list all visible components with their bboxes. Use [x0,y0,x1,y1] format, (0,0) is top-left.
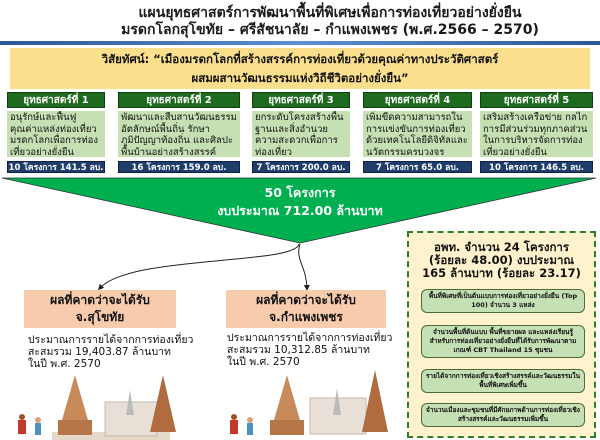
title-divider [0,41,600,45]
dasta-summary: อพท. จำนวน 24 โครงการ (ร้อยละ 48.00) งบป… [409,241,594,280]
kpi-item: จำนวนเมืองและชุมชนที่มีศักยภาพด้านการท่อ… [421,403,585,427]
strategy-1-desc: อนุรักษ์และฟื้นฟูคุณค่าแหล่งท่องเที่ยวมร… [7,111,105,157]
strategy-1-title: ยุทธศาสตร์ที่ 1 [7,92,105,108]
strategy-2-budget: 16 โครงการ 159.0 ลบ. [118,161,240,173]
vision-banner: วิสัยทัศน์: “เมืองมรดกโลกที่สร้างสรรค์กา… [10,48,590,89]
kpi-item: พื้นที่พิเศษที่เป็นต้นแบบการท่องเที่ยวอย… [421,289,585,313]
province-name: จ.กำแพงเพชร [269,310,343,324]
strategy-2-title: ยุทธศาสตร์ที่ 2 [118,92,240,108]
kpi-item: รายได้จากการท่องเที่ยวเชิงสร้างสรรค์และว… [421,369,585,393]
strategy-4-budget: 7 โครงการ 65.0 ลบ. [363,161,472,173]
kpi-item: จำนวนพื้นที่ต้นแบบ พื้นที่ขยายผล และแหล่… [421,325,585,358]
arrow-to-sukhothai [97,243,300,291]
vision-line1: วิสัยทัศน์: “เมืองมรดกโลกที่สร้างสรรค์กา… [101,52,499,66]
temple-illustrations [18,370,388,440]
dasta-percent: (ร้อยละ 48.00) งบประมาณ [428,253,575,267]
strategy-5-title: ยุทธศาสตร์ที่ 5 [480,92,593,108]
outcome-kamphaengphet-text: ประมาณการรายได้จากการท่องเที่ยว สะสมรวม … [227,332,407,368]
funnel-triangle [1,177,597,244]
page-title-line1: แผนยุทธศาสตร์การพัฒนาพื้นที่พิเศษเพื่อกา… [138,5,522,21]
total-budget: งบประมาณ 712.00 ล้านบาท [217,203,383,218]
revenue-label: ประมาณการรายได้จากการท่องเที่ยว [227,332,393,344]
strategy-5-budget: 10 โครงการ 146.5 ลบ. [480,161,593,173]
temple-illustration-sukhothai [18,375,176,440]
outcome-sukhothai-text: ประมาณการรายได้จากการท่องเที่ยว สะสมรวม … [28,334,203,370]
revenue-label: ประมาณการรายได้จากการท่องเที่ยว [28,334,194,346]
total-projects: 50 โครงการ [264,185,336,200]
strategy-4-desc: เพิ่มขีดความสามารถในการแข่งขันการท่องเที… [363,111,472,157]
temple-illustration-kamphaengphet [230,370,388,435]
strategy-3-title: ยุทธศาสตร์ที่ 3 [252,92,350,108]
revenue-value: สะสมรวม 10,312.85 ล้านบาท [227,344,370,356]
revenue-year: ในปี พ.ศ. 2570 [227,356,300,368]
outcome-kamphaengphet-header: ผลที่คาดว่าจะได้รับ จ.กำแพงเพชร [226,290,386,328]
province-name: จ.สุโขทัย [75,310,125,324]
revenue-value: สะสมรวม 19,403.87 ล้านบาท [28,346,171,358]
strategy-1-budget: 10 โครงการ 141.5 ลบ. [7,161,105,173]
dasta-panel: อพท. จำนวน 24 โครงการ (ร้อยละ 48.00) งบป… [407,231,596,438]
outcome-sukhothai-header: ผลที่คาดว่าจะได้รับ จ.สุโขทัย [24,290,176,328]
dasta-projects: อพท. จำนวน 24 โครงการ [433,240,570,254]
strategy-3-desc: ยกระดับโครงสร้างพื้นฐานและสิ่งอำนวยความส… [252,111,350,157]
outcome-label: ผลที่คาดว่าจะได้รับ [256,293,356,307]
page-title-line2: มรดกโลกสุโขทัย – ศรีสัชนาลัย – กำแพงเพชร… [121,22,539,38]
strategy-4-title: ยุทธศาสตร์ที่ 4 [363,92,472,108]
strategy-2-desc: พัฒนาและสืบสานวัฒนธรรมอัตลักษณ์พื้นถิ่น … [118,111,240,157]
vision-line2: ผสมผสานวัฒนธรรมแห่งวิถีชีวิตอย่างยั่งยืน… [191,71,409,85]
strategy-3-budget: 7 โครงการ 200.0 ลบ. [252,161,350,173]
revenue-year: ในปี พ.ศ. 2570 [28,358,101,370]
outcome-label: ผลที่คาดว่าจะได้รับ [50,293,150,307]
arrow-to-kamphaeng-phet [298,243,310,291]
dasta-budget: 165 ล้านบาท (ร้อยละ 23.17) [422,266,581,280]
total-summary: 50 โครงการ งบประมาณ 712.00 ล้านบาท [150,184,450,220]
strategy-5-desc: เสริมสร้างเครือข่าย กลไกการมีส่วนร่วมทุก… [480,111,593,157]
